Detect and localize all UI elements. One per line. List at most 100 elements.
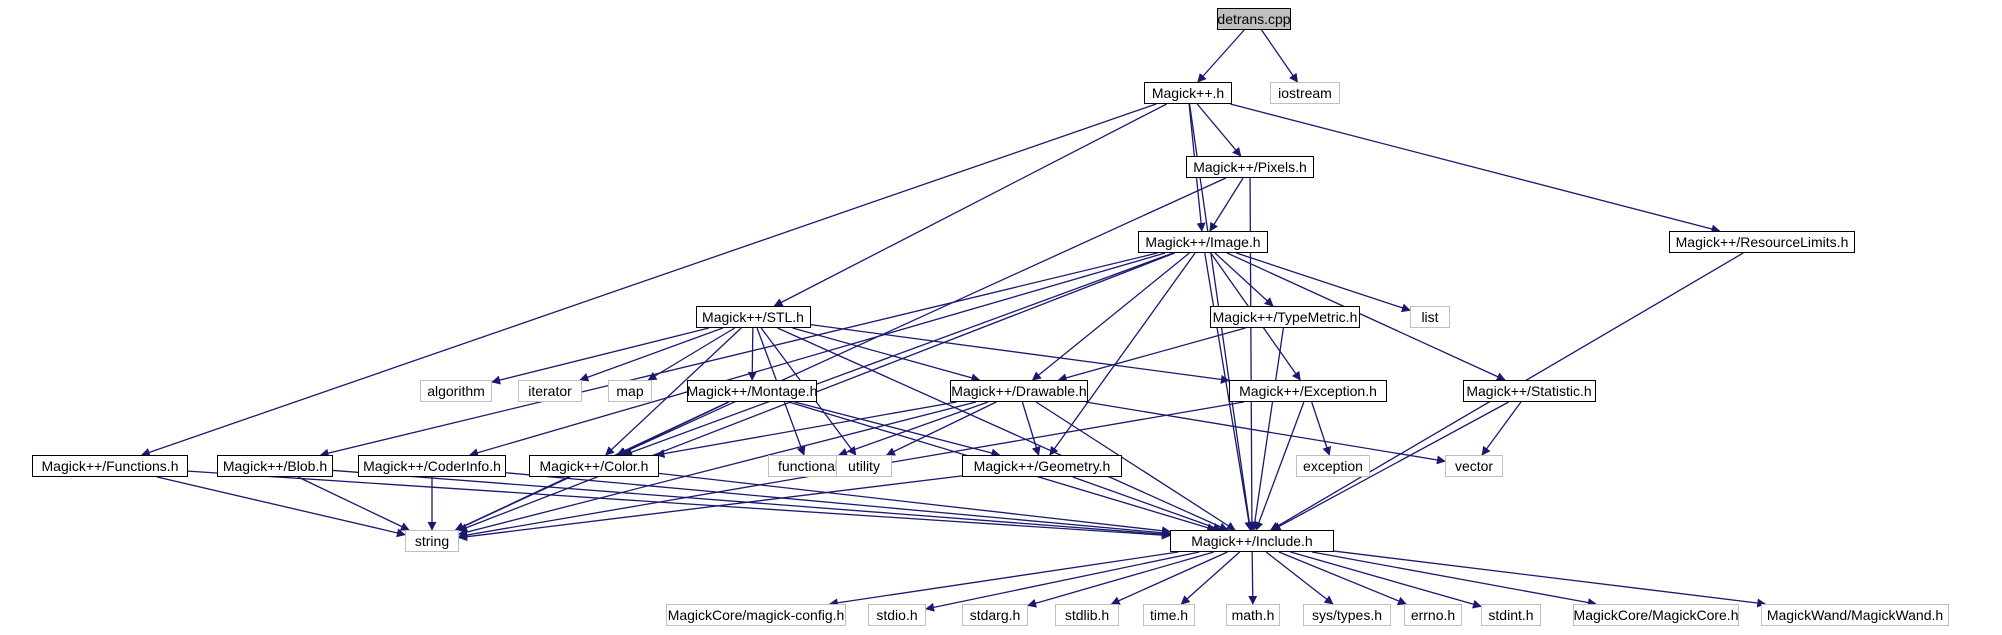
node-label: Magick++/CoderInfo.h: [363, 458, 501, 474]
node-label: Magick++/ResourceLimits.h: [1675, 234, 1849, 250]
node-include[interactable]: Magick++/Include.h: [1170, 530, 1334, 552]
node-label: Magick++/STL.h: [702, 309, 804, 325]
edge-include-to-stdarg: [1027, 551, 1214, 608]
edge-functions-to-include: [187, 470, 1171, 540]
node-label: stdarg.h: [969, 607, 1021, 623]
edge-include-to-magickwand: [1333, 550, 1767, 608]
node-label: stdint.h: [1488, 607, 1534, 623]
node-detrans[interactable]: detrans.cpp: [1217, 8, 1291, 30]
edge-stl-to-exception: [810, 324, 1230, 384]
node-label: MagickCore/magick-config.h: [667, 607, 845, 623]
node-pixels[interactable]: Magick++/Pixels.h: [1186, 156, 1314, 178]
edge-image-to-blob: [319, 252, 1158, 458]
edge-include-to-errno: [1278, 551, 1407, 606]
edge-geometry-to-string: [458, 475, 963, 542]
node-label: map: [616, 383, 644, 399]
node-label: algorithm: [427, 383, 485, 399]
edge-image-to-include: [1204, 252, 1254, 531]
node-exceptionstd: exception: [1296, 455, 1370, 477]
edge-include-to-systypes: [1265, 551, 1334, 605]
edge-exception-to-exceptionstd: [1311, 401, 1332, 456]
node-stl[interactable]: Magick++/STL.h: [695, 306, 811, 328]
edge-color-to-string: [454, 476, 571, 531]
edge-stl-to-montage: [747, 327, 757, 381]
edge-include-to-stdint: [1290, 551, 1482, 609]
node-label: sys/types.h: [1311, 607, 1383, 623]
edge-typemetric-to-include: [1250, 327, 1285, 531]
node-iostream: iostream: [1270, 82, 1340, 104]
edge-stl-to-drawable: [792, 327, 981, 383]
node-label: Magick++/Exception.h: [1239, 383, 1377, 399]
node-time: time.h: [1143, 604, 1195, 626]
edge-image-to-typemetric: [1214, 252, 1274, 307]
edge-drawable-to-include: [1035, 401, 1236, 531]
edge-image-to-drawable: [1031, 252, 1190, 381]
node-magick[interactable]: Magick++.h: [1144, 82, 1232, 104]
edge-exception-to-include: [1254, 401, 1305, 531]
node-magickwand: MagickWand/MagickWand.h: [1761, 604, 1949, 626]
node-reslimits[interactable]: Magick++/ResourceLimits.h: [1669, 231, 1855, 253]
node-label: functional: [778, 458, 838, 474]
edge-image-to-color: [623, 252, 1174, 457]
edge-stl-to-color: [605, 327, 742, 456]
node-functional: functional: [768, 455, 848, 477]
node-label: errno.h: [1410, 607, 1456, 623]
node-coderinfo[interactable]: Magick++/CoderInfo.h: [358, 455, 506, 477]
edge-include-to-magickcore: [1311, 551, 1597, 607]
node-magickconfig: MagickCore/magick-config.h: [666, 604, 846, 626]
node-stdlib: stdlib.h: [1055, 604, 1119, 626]
node-stdarg: stdarg.h: [962, 604, 1028, 626]
edge-geometry-to-include: [1072, 476, 1223, 532]
node-label: Magick++.h: [1151, 85, 1225, 101]
node-label: Magick++/Color.h: [539, 458, 649, 474]
node-drawable[interactable]: Magick++/Drawable.h: [950, 380, 1088, 402]
node-list: list: [1410, 306, 1450, 328]
node-functions[interactable]: Magick++/Functions.h: [32, 455, 188, 477]
node-systypes: sys/types.h: [1303, 604, 1391, 626]
node-statistic[interactable]: Magick++/Statistic.h: [1462, 380, 1596, 402]
node-label: Magick++/Blob.h: [222, 458, 328, 474]
edge-include-to-magickconfig: [828, 551, 1179, 608]
edge-include-to-stdlib: [1110, 551, 1228, 605]
edge-drawable-to-string: [458, 401, 977, 537]
node-montage[interactable]: Magick++/Montage.h: [687, 380, 817, 402]
node-blob[interactable]: Magick++/Blob.h: [217, 455, 333, 477]
node-label: Magick++/Drawable.h: [951, 383, 1087, 399]
edge-functions-to-string: [157, 476, 406, 538]
node-color[interactable]: Magick++/Color.h: [529, 455, 659, 477]
node-label: Magick++/Image.h: [1145, 234, 1261, 250]
node-string: string: [405, 530, 459, 552]
edge-image-to-statistic: [1226, 252, 1506, 381]
node-label: time.h: [1149, 607, 1189, 623]
node-label: detrans.cpp: [1217, 11, 1291, 27]
edge-drawable-to-geometry: [1021, 401, 1041, 456]
edge-coderinfo-to-include: [505, 472, 1171, 538]
node-label: math.h: [1231, 607, 1275, 623]
edge-include-to-time: [1180, 551, 1241, 605]
node-errno: errno.h: [1404, 604, 1462, 626]
edge-drawable-to-functional: [838, 401, 989, 457]
edge-stl-to-iterator: [579, 327, 724, 382]
node-typemetric[interactable]: Magick++/TypeMetric.h: [1210, 306, 1360, 328]
node-utility: utility: [836, 455, 892, 477]
edge-typemetric-to-drawable: [1057, 327, 1246, 383]
edge-drawable-to-utility: [885, 401, 997, 456]
node-label: iterator: [528, 383, 572, 399]
node-geometry[interactable]: Magick++/Geometry.h: [962, 455, 1122, 477]
node-exception[interactable]: Magick++/Exception.h: [1229, 380, 1387, 402]
edge-image-to-geometry: [1049, 252, 1196, 456]
node-label: list: [1421, 309, 1439, 325]
edge-magick-to-pixels: [1196, 103, 1242, 157]
edge-image-to-coderinfo: [468, 252, 1166, 458]
node-label: Magick++/TypeMetric.h: [1212, 309, 1358, 325]
node-label: exception: [1303, 458, 1363, 474]
node-label: Magick++/Include.h: [1191, 533, 1313, 549]
node-vector: vector: [1445, 455, 1503, 477]
node-label: Magick++/Pixels.h: [1193, 159, 1307, 175]
node-label: string: [414, 533, 450, 549]
edge-include-to-math: [1248, 551, 1258, 605]
node-image[interactable]: Magick++/Image.h: [1138, 231, 1268, 253]
node-label: Magick++/Statistic.h: [1466, 383, 1592, 399]
edge-magick-to-functions: [140, 103, 1157, 457]
